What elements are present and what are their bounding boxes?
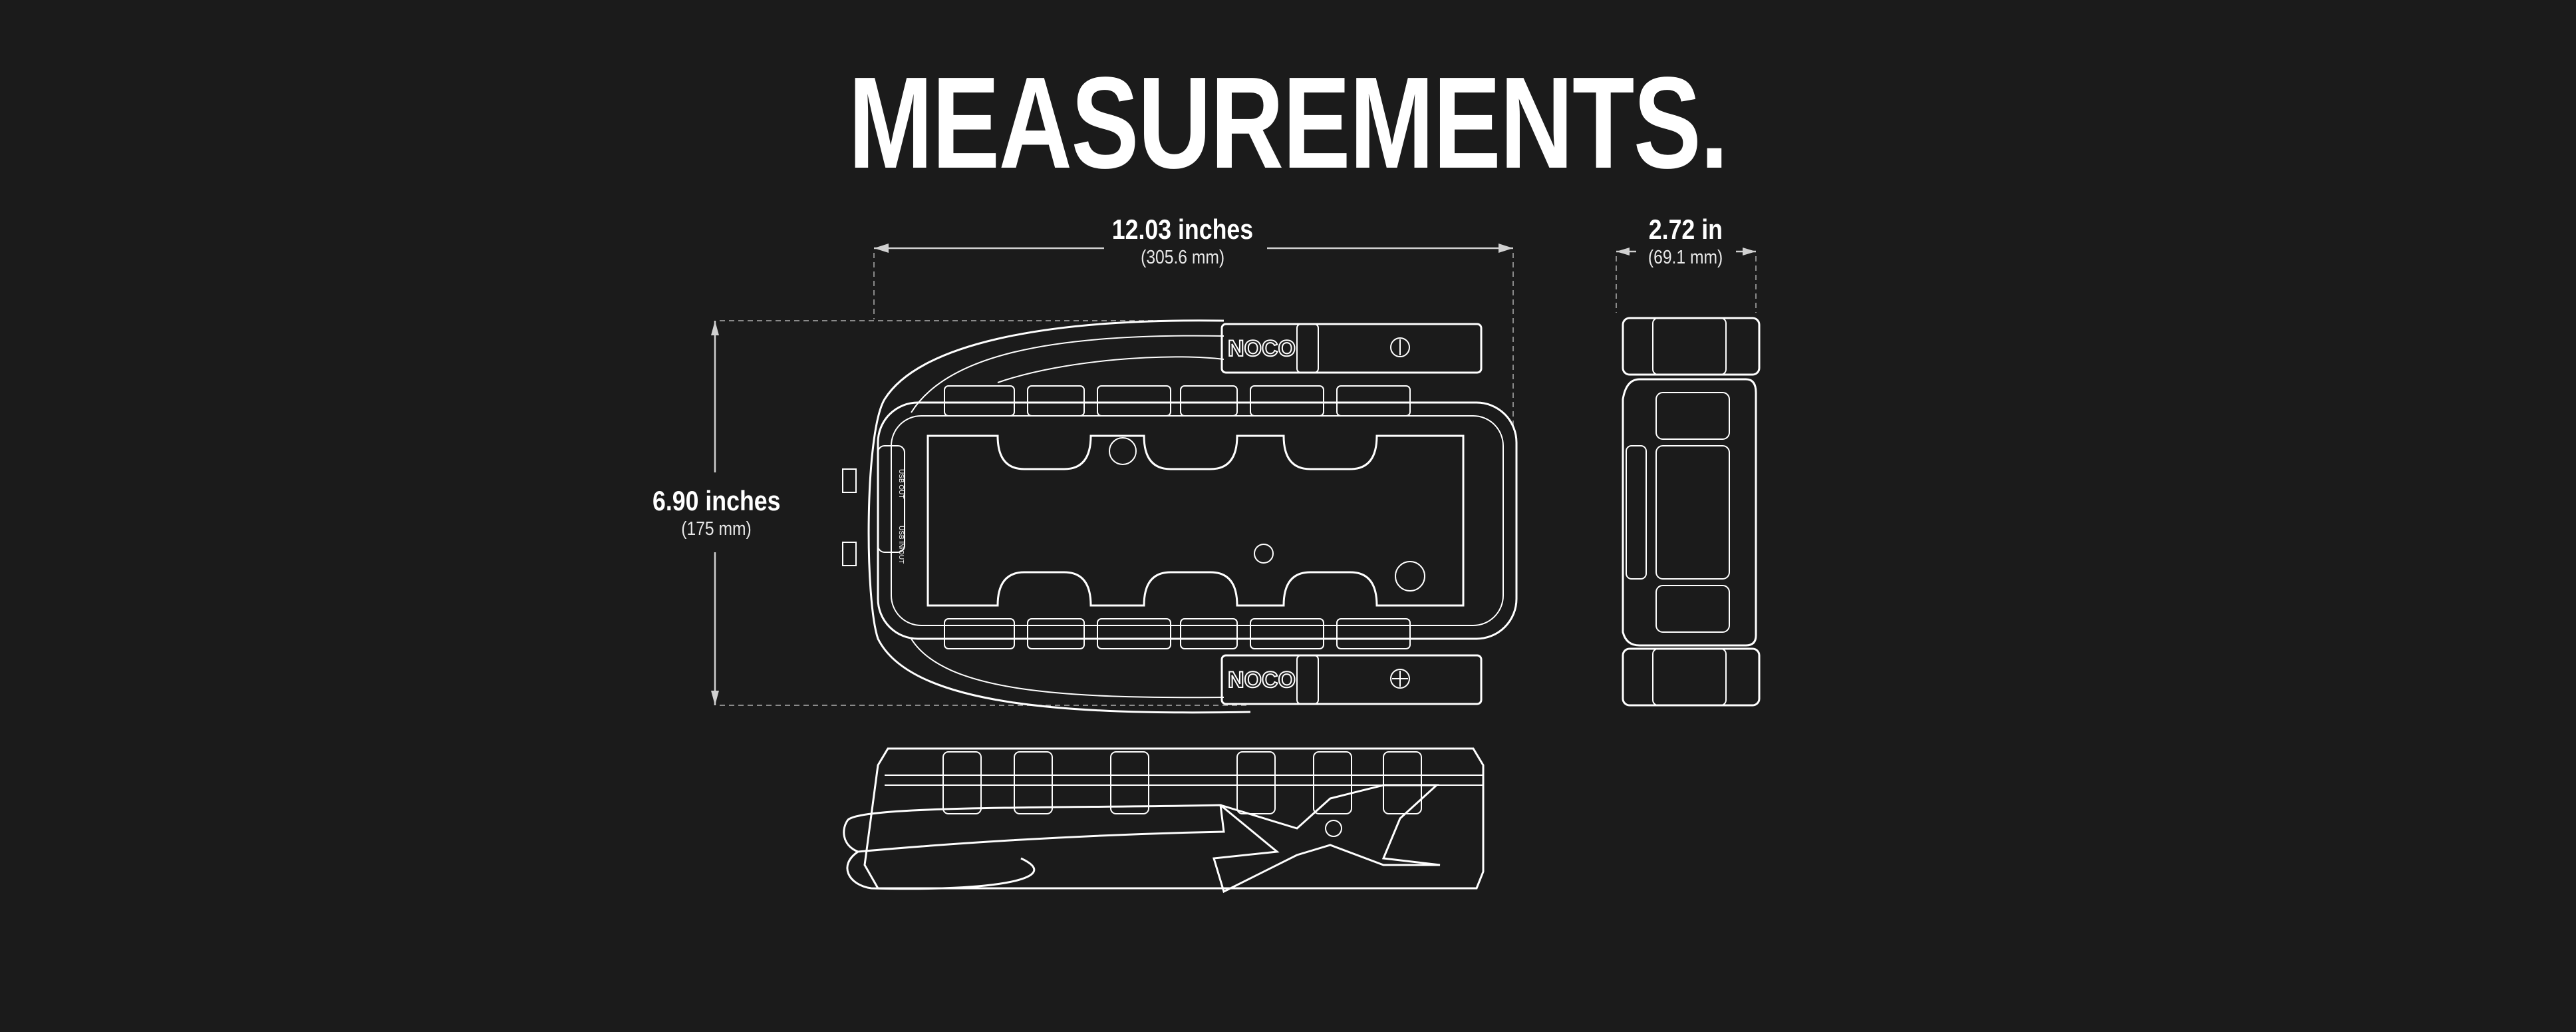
depth-dimension-line xyxy=(1616,248,1757,313)
depth-dimension-label: 2.72 in (69.1 mm) xyxy=(1519,214,1852,269)
noco-logo-negative: NOCO xyxy=(1228,336,1296,361)
top-view-drawing: USB OUT USB IN/OUT NOCO NOCO xyxy=(842,319,1518,714)
length-dimension-line xyxy=(873,244,1514,426)
noco-logo-positive: NOCO xyxy=(1228,667,1296,693)
usb-in-out-port-label: USB IN/OUT xyxy=(897,526,905,564)
height-metric: (175 mm) xyxy=(681,518,752,540)
length-metric: (305.6 mm) xyxy=(1140,247,1225,268)
page-title: MEASUREMENTS. xyxy=(0,57,2576,190)
clamp-positive: NOCO xyxy=(1220,654,1483,705)
length-dimension-label: 12.03 inches (305.6 mm) xyxy=(1016,214,1349,269)
front-view-drawing xyxy=(843,747,1485,894)
clamp-negative: NOCO xyxy=(1220,323,1483,374)
length-imperial: 12.03 inches xyxy=(1111,214,1254,245)
depth-imperial: 2.72 in xyxy=(1648,214,1723,245)
side-view-drawing xyxy=(1622,317,1761,707)
height-dimension-line xyxy=(711,320,1250,706)
depth-metric: (69.1 mm) xyxy=(1647,247,1723,268)
grip-pads-top xyxy=(944,385,1411,649)
height-dimension-label: 6.90 inches (175 mm) xyxy=(550,486,883,540)
usb-out-port-label: USB OUT xyxy=(897,469,905,498)
title-text: MEASUREMENTS. xyxy=(848,50,1729,196)
height-imperial: 6.90 inches xyxy=(652,485,781,516)
